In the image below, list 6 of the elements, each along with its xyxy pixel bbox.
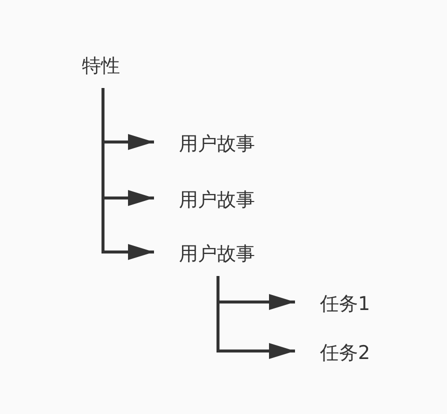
node-label: 用户故事 xyxy=(179,134,255,155)
node-label: 用户故事 xyxy=(179,244,255,265)
node-label: 特性 xyxy=(82,56,120,77)
node-label: 用户故事 xyxy=(179,190,255,211)
node-label: 任务2 xyxy=(320,343,370,364)
node-label: 任务1 xyxy=(320,294,370,315)
